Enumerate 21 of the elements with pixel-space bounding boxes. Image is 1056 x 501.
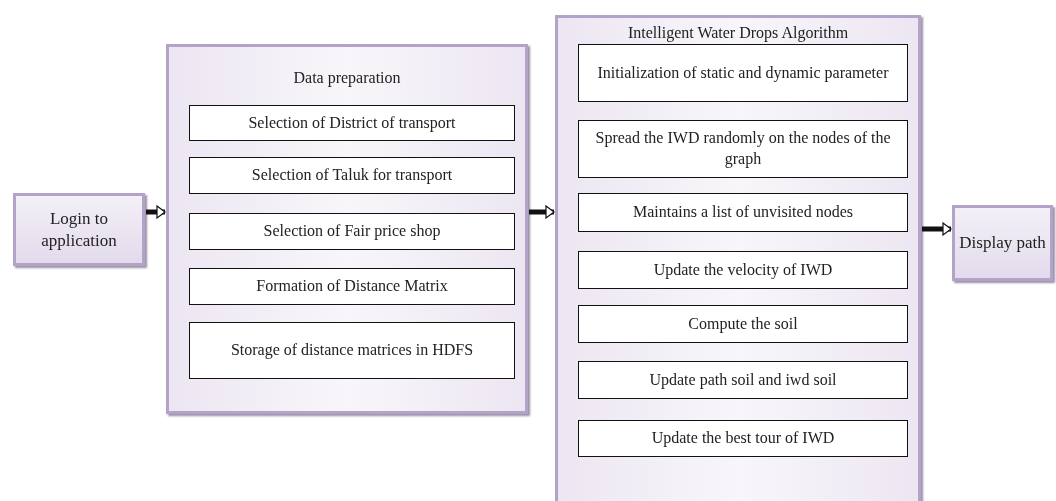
arrow — [529, 205, 555, 219]
process-box: Selection of Taluk for transport — [189, 157, 515, 194]
process-box: Selection of District of transport — [189, 105, 515, 141]
process-box: Update path soil and iwd soil — [578, 361, 908, 399]
process-box: Compute the soil — [578, 305, 908, 343]
group-heading: Intelligent Water Drops Algorithm — [626, 24, 850, 42]
process-box: Storage of distance matrices in HDFS — [189, 322, 515, 379]
process-box: Maintains a list of unvisited nodes — [578, 193, 908, 232]
group-panel — [555, 15, 921, 501]
process-box: Update the velocity of IWD — [578, 251, 908, 289]
process-box: Selection of Fair price shop — [189, 213, 515, 250]
process-box: Spread the IWD randomly on the nodes of the graph — [578, 120, 908, 178]
terminal-box: Login to application — [13, 193, 145, 266]
terminal-box: Display path — [952, 205, 1053, 281]
process-box: Initialization of static and dynamic parameter — [578, 44, 908, 102]
arrow — [146, 205, 166, 219]
arrow — [922, 222, 952, 236]
process-box: Update the best tour of IWD — [578, 420, 908, 457]
group-panel — [166, 44, 528, 414]
group-heading: Data preparation — [292, 69, 402, 87]
process-box: Formation of Distance Matrix — [189, 268, 515, 305]
